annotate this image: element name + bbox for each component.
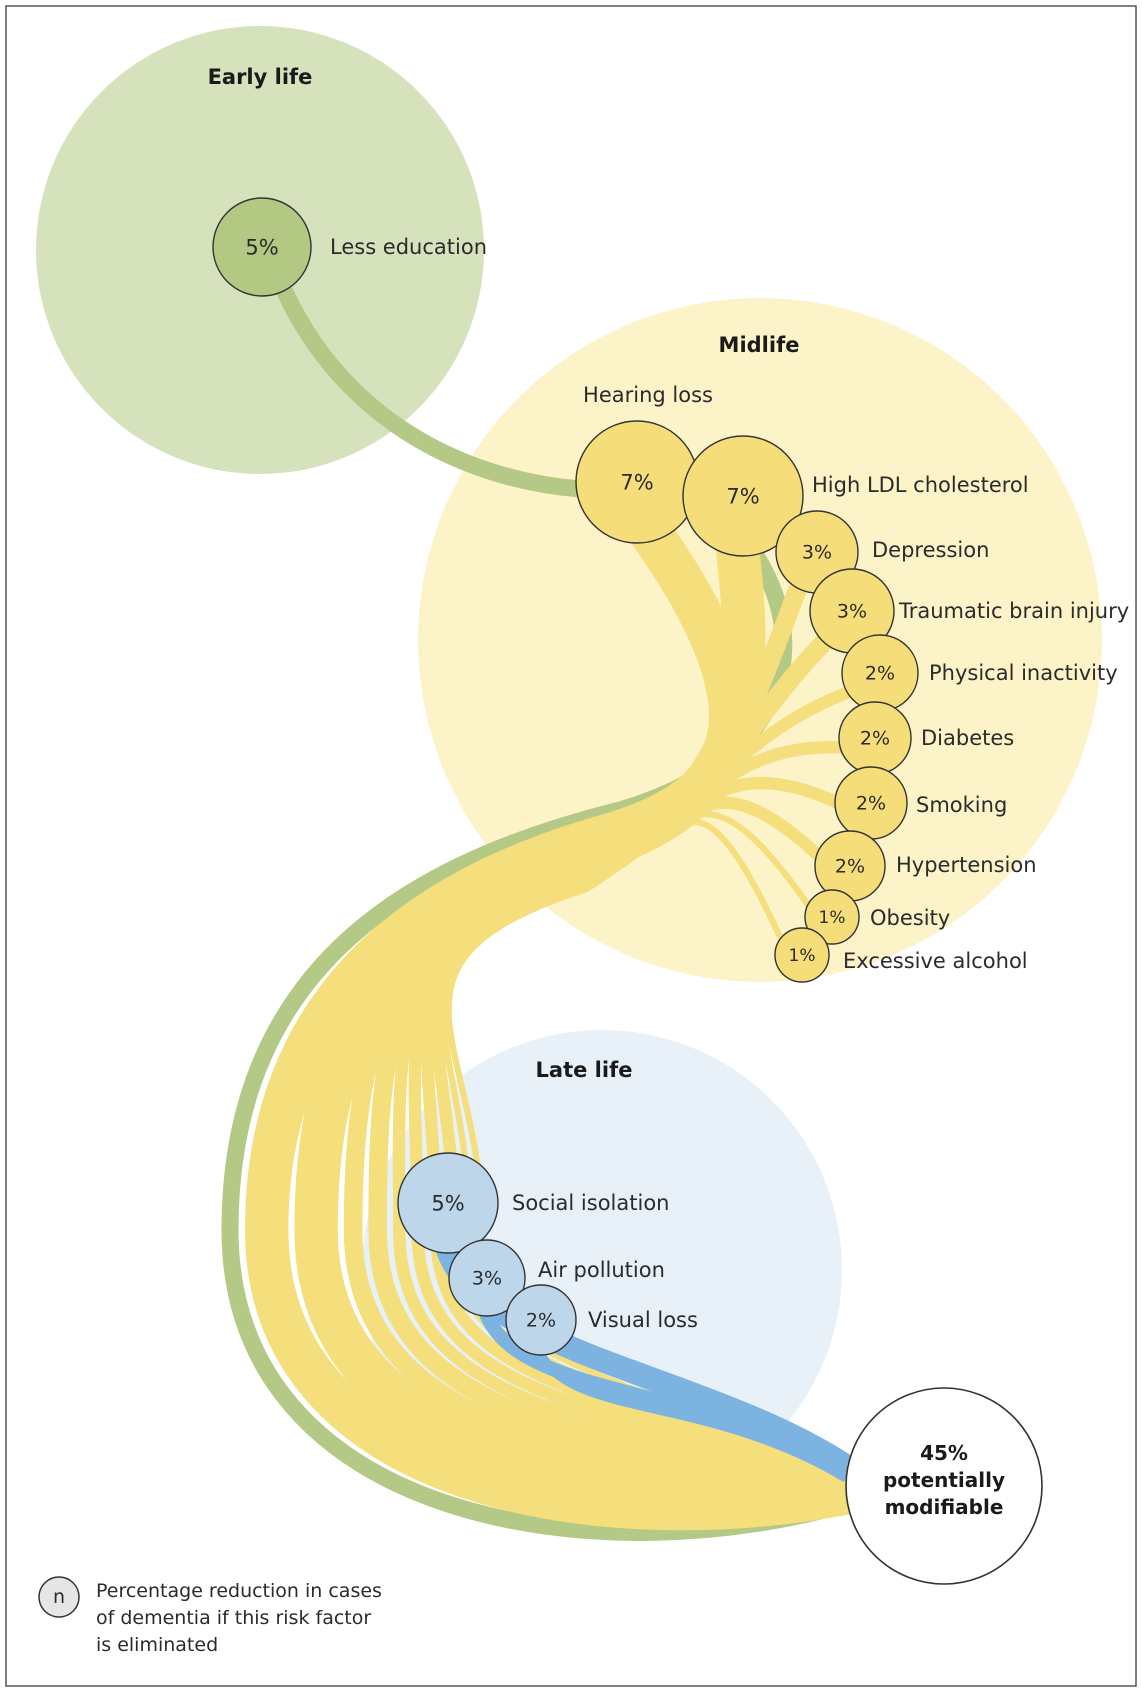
factor-percent-physical-inactivity: 2% (865, 663, 895, 685)
total-circle (845, 1387, 1043, 1585)
factor-node-hypertension: 2% Hypertension (814, 830, 1037, 902)
early-life-title: Early life (208, 65, 313, 89)
legend-symbol: n (53, 1586, 65, 1608)
factor-node-traumatic-brain-injury: 3% Traumatic brain injury (809, 568, 1129, 654)
factor-label-air-pollution: Air pollution (538, 1258, 665, 1282)
factor-circle-air-pollution (448, 1239, 526, 1317)
factor-node-less-education: 5% Less education (212, 197, 487, 297)
total-line-modifiable: modifiable (885, 1495, 1004, 1519)
factor-percent-visual-loss: 2% (526, 1310, 556, 1332)
factor-node-obesity: 1% Obesity (804, 889, 950, 945)
factor-label-traumatic-brain-injury: Traumatic brain injury (898, 599, 1129, 623)
factor-percent-air-pollution: 3% (472, 1268, 502, 1290)
factor-percent-high-ldl-cholesterol: 7% (726, 484, 759, 508)
factor-circle-visual-loss (505, 1284, 577, 1356)
legend-line-2: of dementia if this risk factor (96, 1607, 371, 1629)
factor-percent-depression: 3% (802, 542, 832, 564)
factor-label-diabetes: Diabetes (921, 726, 1014, 750)
legend-line-3: is eliminated (96, 1634, 218, 1656)
factor-label-smoking: Smoking (916, 793, 1007, 817)
factor-label-excessive-alcohol: Excessive alcohol (843, 949, 1028, 973)
ribbons (221, 283, 872, 1541)
factor-node-air-pollution: 3% Air pollution (448, 1239, 665, 1317)
factor-circle-less-education (212, 197, 312, 297)
risk-factor-nodes: 5% Less education 7% Hearing loss 7% High LDL… (212, 197, 1129, 1356)
factor-label-high-ldl-cholesterol: High LDL cholesterol (812, 473, 1029, 497)
factor-circle-obesity (804, 889, 860, 945)
legend: n Percentage reduction in cases of demen… (38, 1576, 382, 1656)
factor-node-hearing-loss: 7% Hearing loss (575, 383, 713, 544)
factor-percent-excessive-alcohol: 1% (789, 946, 816, 966)
ribbon-less-education (276, 283, 589, 498)
factor-circle-high-ldl-cholesterol (682, 435, 804, 557)
total-line-potentially: potentially (883, 1468, 1005, 1492)
factor-percent-obesity: 1% (819, 908, 846, 928)
factor-label-obesity: Obesity (870, 906, 950, 930)
factor-label-visual-loss: Visual loss (588, 1308, 698, 1332)
total-percent: 45% (920, 1441, 968, 1465)
factor-circle-excessive-alcohol (774, 927, 830, 983)
factor-node-visual-loss: 2% Visual loss (505, 1284, 698, 1356)
factor-circle-social-isolation (397, 1152, 499, 1254)
ribbon-visual-loss (531, 1339, 849, 1482)
factor-percent-less-education: 5% (245, 235, 278, 259)
factor-node-physical-inactivity: 2% Physical inactivity (841, 634, 1118, 712)
factor-node-diabetes: 2% Diabetes (838, 701, 1014, 775)
factor-percent-smoking: 2% (856, 793, 886, 815)
factor-percent-hearing-loss: 7% (620, 470, 653, 494)
legend-line-1: Percentage reduction in cases (96, 1580, 382, 1602)
factor-label-hearing-loss: Hearing loss (583, 383, 713, 407)
ribbon-air-pollution (475, 1299, 850, 1478)
factor-percent-social-isolation: 5% (431, 1191, 464, 1215)
factor-percent-hypertension: 2% (835, 856, 865, 878)
late-life-title: Late life (536, 1058, 633, 1082)
midlife-title: Midlife (719, 333, 800, 357)
total-node: 45% potentially modifiable (845, 1387, 1043, 1585)
factor-label-hypertension: Hypertension (896, 853, 1037, 877)
factor-node-smoking: 2% Smoking (834, 766, 1007, 840)
factor-label-social-isolation: Social isolation (512, 1191, 670, 1215)
factor-percent-traumatic-brain-injury: 3% (837, 601, 867, 623)
factor-label-less-education: Less education (330, 235, 487, 259)
factor-node-high-ldl-cholesterol: 7% High LDL cholesterol (682, 435, 1029, 557)
factor-node-excessive-alcohol: 1% Excessive alcohol (774, 927, 1028, 983)
factor-label-depression: Depression (872, 538, 989, 562)
legend-symbol-circle (38, 1576, 80, 1618)
factor-node-social-isolation: 5% Social isolation (397, 1152, 670, 1254)
factor-label-physical-inactivity: Physical inactivity (929, 661, 1118, 685)
factor-percent-diabetes: 2% (860, 728, 890, 750)
ribbon-obesity (441, 811, 848, 1486)
